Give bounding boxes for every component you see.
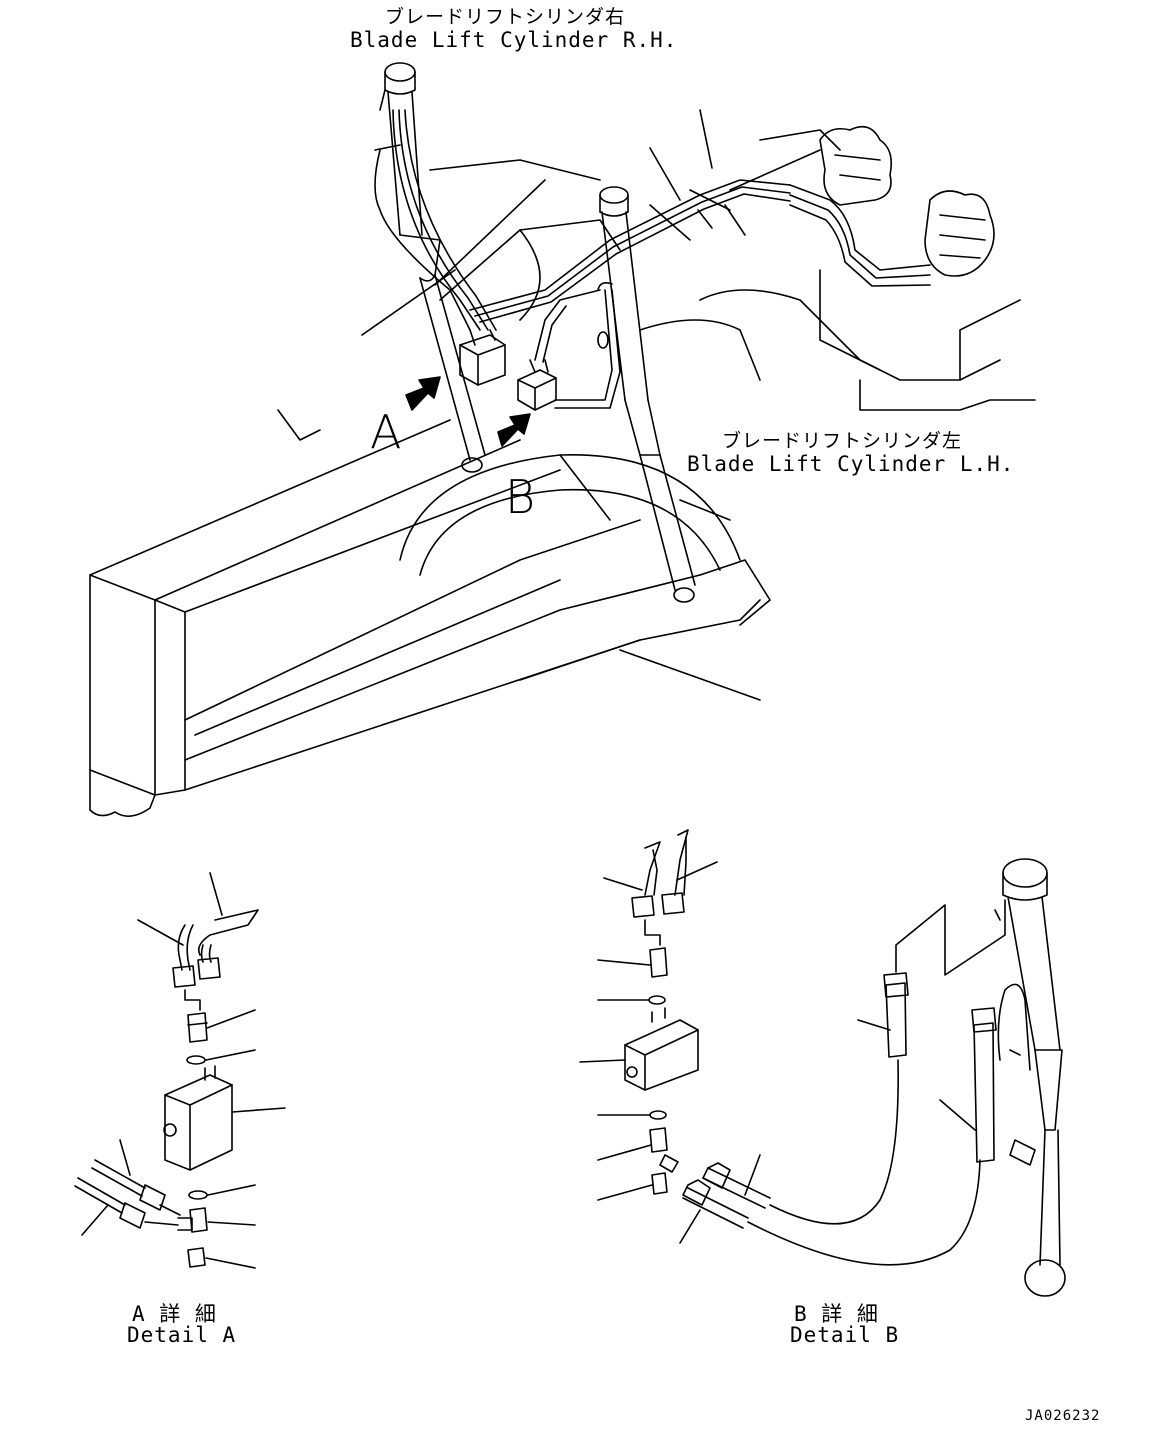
- arrow-a-icon: [405, 376, 441, 411]
- view-b-label: B: [505, 470, 536, 524]
- rh-cylinder-label-en: Blade Lift Cylinder R.H.: [350, 28, 678, 52]
- detail-a-drawing: [74, 872, 286, 1269]
- view-a-label: A: [370, 405, 402, 459]
- valve-block-b: [517, 359, 557, 411]
- detail-a-label-en: Detail A: [127, 1323, 237, 1347]
- control-valve: [789, 125, 995, 287]
- lh-cylinder-label-en: Blade Lift Cylinder L.H.: [687, 452, 1015, 476]
- detail-b-drawing: [579, 829, 1066, 1297]
- arrow-b-icon: [497, 413, 531, 447]
- hose-lines: [374, 109, 791, 409]
- drawing-code: JA026232: [1025, 1408, 1101, 1424]
- detail-a-label-jp: A 詳 細: [132, 1302, 217, 1326]
- blade-frame: [89, 129, 1036, 817]
- rh-cylinder-label-jp: ブレードリフトシリンダ右: [385, 6, 626, 28]
- detail-b-label-en: Detail B: [790, 1323, 900, 1347]
- lh-cylinder-label-jp: ブレードリフトシリンダ左: [722, 430, 963, 452]
- valve-block-a: [459, 329, 506, 386]
- leader-lines: [361, 109, 746, 336]
- detail-b-label-jp: B 詳 細: [794, 1302, 879, 1326]
